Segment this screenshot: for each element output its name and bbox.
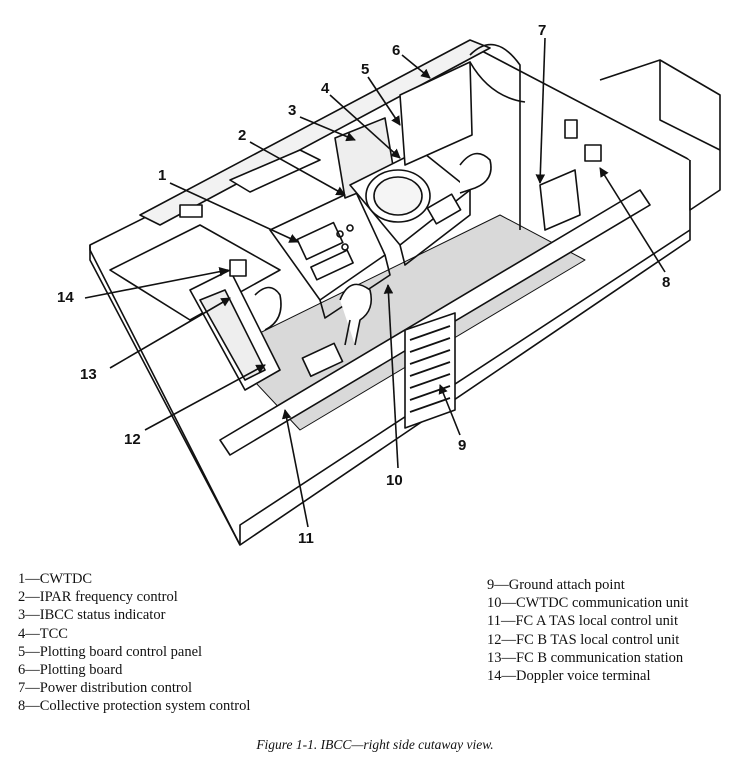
- callout-3: 3: [288, 102, 296, 119]
- callout-6: 6: [392, 42, 400, 59]
- shelter-floor: [224, 214, 586, 431]
- plotting-board: [399, 61, 473, 166]
- legend-left: 1—CWTDC 2—IPAR frequency control 3—IBCC …: [18, 570, 250, 716]
- legend-item: 12—FC B TAS local control unit: [487, 631, 680, 648]
- callout-13: 13: [80, 366, 97, 383]
- callout-11: 11: [298, 530, 314, 547]
- callout-4: 4: [321, 80, 330, 97]
- ibcc-cutaway-drawing: 1 2 3 4 5 6 7 8 9 10 11 12 13 14: [57, 22, 721, 547]
- end-unit: [599, 59, 721, 211]
- ground-attach-vent: [404, 312, 456, 429]
- legend-item: 6—Plotting board: [18, 662, 123, 679]
- legend-item: 9—Ground attach point: [487, 577, 625, 593]
- legend-item: 5—Plotting board control panel: [18, 643, 203, 660]
- callout-1: 1: [158, 167, 166, 184]
- legend-item: 13—FC B communication station: [487, 649, 684, 666]
- callout-2: 2: [238, 127, 246, 144]
- shelter-front-wall: [239, 229, 691, 545]
- legend-item: 8—Collective protection system control: [18, 698, 251, 715]
- legend-item: 1—CWTDC: [18, 571, 93, 587]
- legend-item: 11—FC A TAS local control unit: [487, 613, 678, 630]
- callout-10: 10: [386, 472, 403, 489]
- power-distribution: [539, 169, 581, 231]
- legend-item: 2—IPAR frequency control: [18, 589, 178, 606]
- legend-item: 4—TCC: [18, 625, 68, 642]
- operator-chair-2: [459, 152, 492, 194]
- callout-7: 7: [538, 22, 546, 39]
- legend-item: 14—Doppler voice terminal: [487, 668, 651, 685]
- legend-item: 10—CWTDC communication unit: [487, 595, 689, 612]
- callout-8: 8: [662, 274, 670, 291]
- operator-chair: [339, 283, 373, 346]
- callout-14: 14: [57, 289, 74, 306]
- legend-item: 7—Power distribution control: [18, 680, 192, 697]
- callout-9: 9: [458, 437, 466, 454]
- figure-caption: Figure 1-1. IBCC—right side cutaway view…: [256, 737, 494, 752]
- shelter-left-wall: [89, 245, 241, 546]
- legend-item: 3—IBCC status indicator: [18, 607, 166, 624]
- legend-right: 9—Ground attach point 10—CWTDC communica…: [487, 576, 688, 685]
- callout-5: 5: [361, 61, 369, 78]
- callout-12: 12: [124, 431, 141, 448]
